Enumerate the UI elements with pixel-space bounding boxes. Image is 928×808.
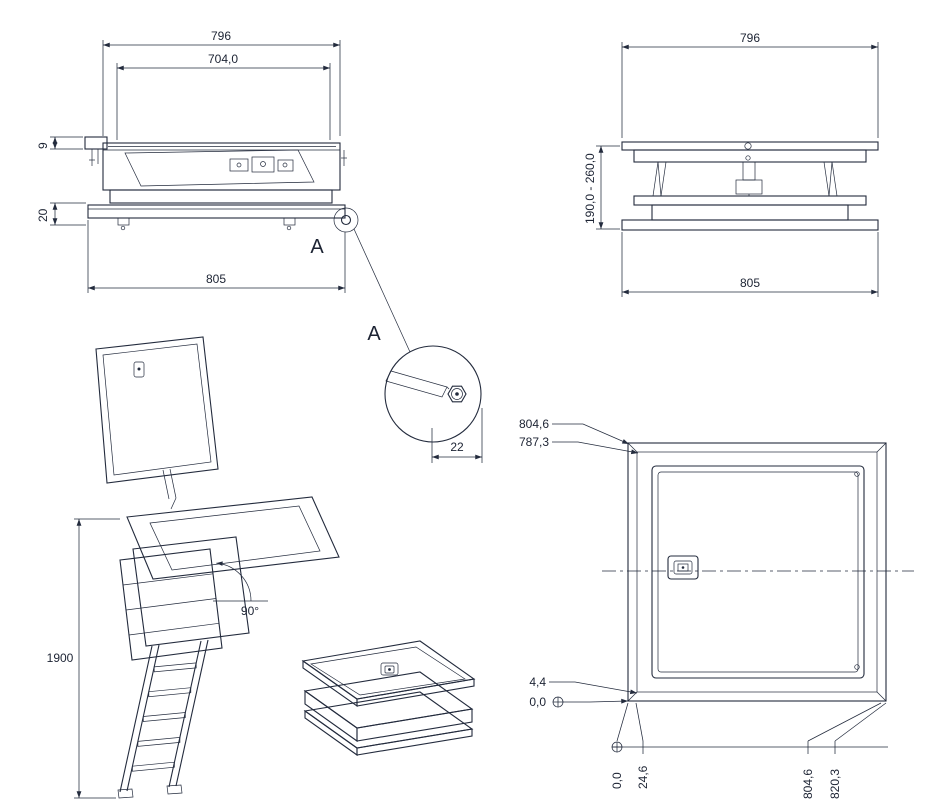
angle-label: 90° (241, 604, 259, 618)
detail-marker-label: A (310, 236, 324, 258)
dim-label: 805 (206, 272, 226, 286)
ladder-foot-right (166, 784, 183, 795)
dim-side-outer-width: 796 (102, 29, 341, 136)
dim-label: 0,0 (529, 695, 546, 709)
front-view: 796 190,0 - 260,0 805 (583, 31, 879, 297)
dim-label: 796 (211, 29, 231, 43)
dim-label: 820,3 (828, 769, 842, 799)
dim-plan-bottom-ordinates: 0,0 24,6 804,6 820,3 (610, 702, 888, 799)
dim-ladder-height: 1900 (47, 518, 120, 799)
dim-front-height-range: 190,0 - 260,0 (583, 145, 620, 230)
dim-label: 22 (450, 440, 464, 454)
dim-front-bottom-width: 805 (621, 232, 879, 297)
right-strut (831, 161, 838, 197)
dim-label: 4,4 (529, 675, 546, 689)
insulation-layer-side-right (356, 708, 473, 742)
dim-label: 0,0 (610, 772, 624, 789)
dim-label: 190,0 - 260,0 (583, 153, 597, 224)
roller-bolt (447, 385, 467, 403)
closed-lid-handle (380, 662, 399, 676)
detail-title: A (367, 323, 381, 345)
dim-front-top-width: 796 (621, 31, 879, 138)
ladder (117, 639, 209, 799)
plan-view: 804,6 787,3 4,4 0,0 0,0 (519, 417, 914, 799)
dim-detail-offset: 22 (431, 408, 483, 463)
dim-side-inner-width: 704,0 (116, 52, 331, 140)
detail-indicator-circle (333, 207, 359, 233)
dim-label: 1900 (47, 651, 74, 665)
detail-leader-line (353, 228, 411, 353)
door-lock-handle (667, 555, 699, 580)
dim-label: 24,6 (636, 765, 650, 789)
hinge-roller (340, 214, 352, 226)
screw-bottom-right (854, 664, 860, 670)
dim-label: 20 (36, 208, 50, 222)
dim-side-overall-width: 805 (87, 220, 346, 293)
ladder-foot-left (117, 788, 134, 799)
dim-plan-left-gap: 4,4 (529, 675, 638, 695)
dim-plan-top-outer: 804,6 (519, 417, 630, 445)
detail-circle (384, 345, 482, 443)
restraint-chain (169, 468, 177, 499)
dim-side-lid-thickness: 20 (36, 202, 86, 226)
door-panel (651, 465, 865, 679)
dim-label: 787,3 (519, 435, 549, 449)
open-lid (95, 336, 219, 484)
iso-closed-view (301, 640, 476, 757)
insulation-board (109, 189, 333, 204)
frame-outer (627, 442, 887, 702)
detail-a-view: A 22 (367, 323, 483, 463)
dim-label: 796 (740, 31, 760, 45)
dim-label: 9 (36, 142, 50, 149)
left-strut (652, 161, 659, 197)
iso-open-view: 1900 90° (47, 336, 340, 799)
folded-section-rear (132, 536, 250, 647)
hatch-frame (126, 496, 340, 580)
angle-annotation: 90° (213, 561, 268, 618)
screw-top-right (854, 471, 860, 477)
lid-panel (87, 204, 346, 219)
dim-label: 805 (740, 276, 760, 290)
dim-label: 704,0 (208, 52, 238, 66)
folded-section-front (119, 548, 223, 661)
dim-plan-top-inner: 787,3 (519, 435, 639, 455)
dim-label: 804,6 (801, 769, 815, 799)
side-view: 796 704,0 9 20 805 A (36, 29, 411, 353)
dim-plan-left-zero: 0,0 (529, 695, 629, 709)
lid-handle (133, 361, 145, 378)
frame-inner (636, 451, 878, 693)
dim-label: 804,6 (519, 417, 549, 431)
bottom-lid (621, 219, 879, 231)
folded-ladder-bundle (124, 149, 315, 187)
dim-side-flange-height: 9 (36, 136, 83, 150)
